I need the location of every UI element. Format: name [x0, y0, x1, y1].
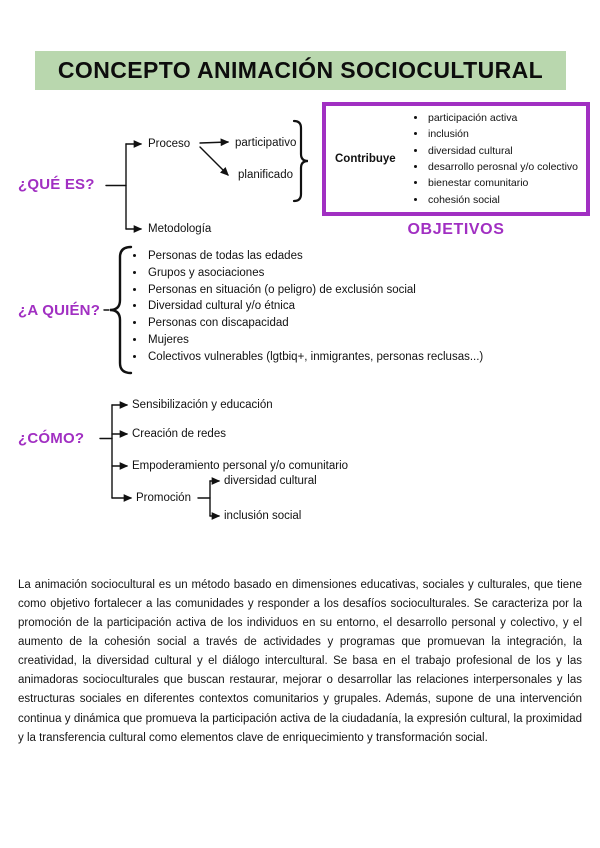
node-promocion-inclusion: inclusión social — [224, 510, 302, 522]
node-planificado: planificado — [238, 169, 293, 181]
objetivo-item: bienestar comunitario — [427, 175, 584, 191]
audience-item: Grupos y asociaciones — [146, 265, 584, 282]
objetivos-box: Contribuye participación activa inclusió… — [322, 102, 590, 216]
node-metodologia: Metodología — [148, 223, 212, 235]
objetivos-heading: OBJETIVOS — [407, 221, 505, 238]
audience-item: Mujeres — [146, 332, 584, 349]
section-label-como: ¿CÓMO? — [18, 430, 85, 447]
audience-item: Diversidad cultural y/o étnica — [146, 298, 584, 315]
node-participativo: participativo — [235, 137, 297, 149]
section-label-que-es: ¿QUÉ ES? — [18, 176, 95, 193]
node-promocion-diversidad: diversidad cultural — [224, 475, 317, 487]
node-creacion-redes: Creación de redes — [132, 428, 226, 440]
objetivo-item: cohesión social — [427, 192, 584, 208]
objetivo-item: diversidad cultural — [427, 143, 584, 159]
objetivos-list: participación activa inclusión diversida… — [412, 110, 584, 208]
audience-item: Colectivos vulnerables (lgtbiq+, inmigra… — [146, 349, 584, 366]
node-proceso: Proceso — [148, 138, 191, 150]
node-promocion: Promoción — [136, 492, 191, 504]
objetivo-item: inclusión — [427, 126, 584, 142]
node-empoderamiento: Empoderamiento personal y/o comunitario — [132, 460, 349, 472]
audience-list: Personas de todas las edades Grupos y as… — [132, 248, 584, 366]
objetivo-item: desarrollo perosnal y/o colectivo — [427, 159, 584, 175]
contribuye-label: Contribuye — [335, 153, 396, 165]
brace-close-icon — [292, 119, 309, 203]
audience-item: Personas de todas las edades — [146, 248, 584, 265]
audience-item: Personas con discapacidad — [146, 315, 584, 332]
page-title: CONCEPTO ANIMACIÓN SOCIOCULTURAL — [35, 51, 566, 90]
objetivo-item: participación activa — [427, 110, 584, 126]
a-quien-connectors — [103, 245, 133, 375]
definition-paragraph: La animación sociocultural es un método … — [18, 579, 582, 744]
audience-item: Personas en situación (o peligro) de exc… — [146, 282, 584, 299]
brace-open-icon — [109, 245, 133, 375]
node-sensibilizacion: Sensibilización y educación — [132, 399, 273, 411]
section-label-a-quien: ¿A QUIÉN? — [18, 302, 101, 319]
